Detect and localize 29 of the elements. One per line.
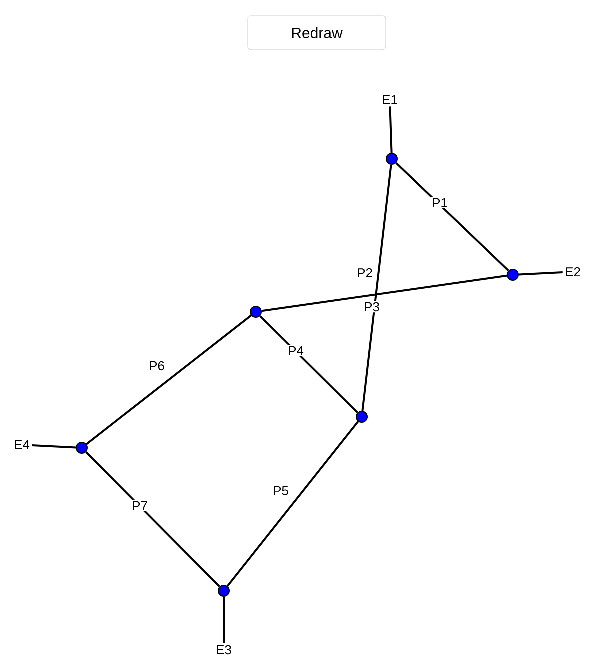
- pipe-line: [396, 162, 510, 272]
- junction-dot: [250, 306, 262, 318]
- junction-dot: [76, 442, 88, 454]
- junction-dot: [356, 411, 368, 423]
- edge-label: P2: [356, 267, 374, 279]
- end-label: E1: [383, 96, 398, 104]
- edge-label: P1: [431, 198, 449, 208]
- pipe-line: [260, 316, 358, 414]
- pipe-line: [223, 597, 225, 644]
- redraw-button: Redraw: [248, 16, 386, 50]
- junction-dot: [218, 585, 230, 597]
- junction-dot: [386, 153, 398, 165]
- pipe-line: [362, 164, 392, 412]
- edge-label: P5: [272, 485, 290, 497]
- junction-dot: [507, 269, 519, 281]
- end-label: E2: [566, 267, 580, 277]
- edge-label: P6: [148, 360, 166, 372]
- pipe-line: [32, 444, 76, 449]
- edge-label: P3: [363, 301, 381, 313]
- pipe-line: [86, 314, 252, 446]
- edge-label: P4: [287, 346, 305, 356]
- end-label: E3: [217, 645, 232, 655]
- pipe-line: [389, 106, 393, 154]
- pipe-line: [518, 272, 563, 276]
- edge-label: P7: [131, 500, 149, 512]
- pipe-line: [86, 452, 220, 588]
- end-label: E4: [15, 440, 30, 450]
- pipe-line: [262, 274, 508, 312]
- pipe-line: [226, 421, 360, 587]
